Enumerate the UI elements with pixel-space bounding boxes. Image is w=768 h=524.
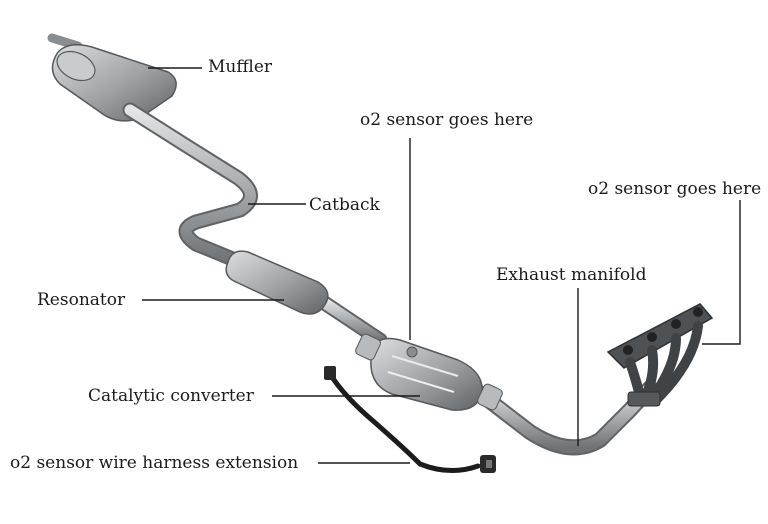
- label-catback: Catback: [309, 195, 380, 215]
- resonator-body: [225, 250, 329, 315]
- muffler-body: [51, 44, 177, 122]
- label-catalytic-converter: Catalytic converter: [88, 386, 254, 406]
- catalytic-converter-body: [355, 333, 503, 411]
- label-exhaust-manifold: Exhaust manifold: [496, 265, 647, 285]
- exhaust-pipe: [122, 102, 658, 456]
- label-resonator: Resonator: [37, 290, 126, 310]
- label-wire-harness: o2 sensor wire harness extension: [10, 453, 299, 473]
- leader-lines: [142, 67, 741, 464]
- label-o2-sensor-top: o2 sensor goes here: [360, 110, 534, 130]
- exhaust-manifold-body: [606, 303, 714, 407]
- label-muffler: Muffler: [208, 57, 273, 77]
- leader-o2-right: [702, 200, 741, 345]
- wire-harness: [324, 366, 496, 473]
- label-o2-sensor-right: o2 sensor goes here: [588, 179, 762, 199]
